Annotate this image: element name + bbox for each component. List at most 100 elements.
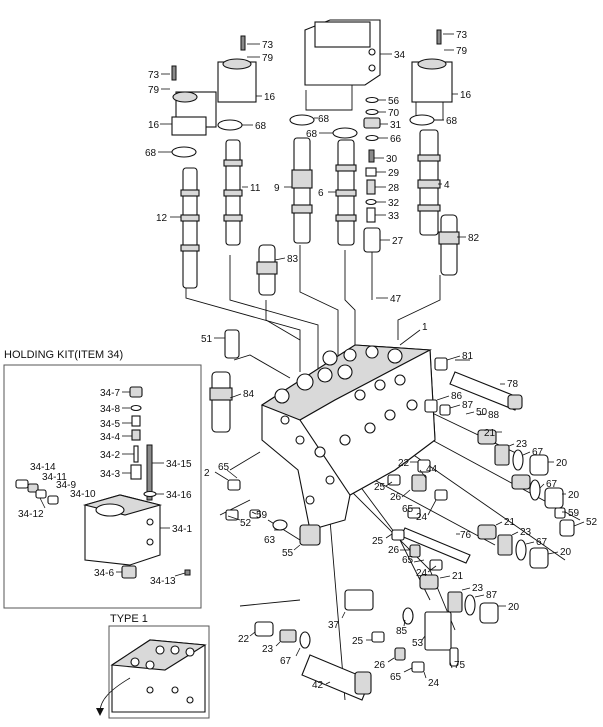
relief-valve-83 — [256, 244, 278, 296]
valve-51 — [224, 329, 240, 359]
callout-21: 21 — [504, 517, 516, 528]
callout-26: 26 — [390, 492, 402, 503]
callout-67: 67 — [536, 537, 548, 548]
relief-parts-stack — [363, 96, 381, 253]
type1-title: TYPE 1 — [110, 613, 148, 625]
kit-callout-34-1: 34-1 — [172, 524, 192, 535]
callout-21: 21 — [452, 571, 464, 582]
callout-51: 51 — [201, 334, 213, 345]
callout-23: 23 — [516, 439, 528, 450]
lower-parts — [225, 459, 471, 701]
callout-44: 44 — [426, 464, 438, 475]
kit-callout-34-3: 34-3 — [100, 469, 120, 480]
callout-26: 26 — [388, 545, 400, 556]
callout-16: 16 — [264, 92, 276, 103]
callout-24: 24 — [428, 678, 440, 689]
callout-42: 42 — [312, 680, 324, 691]
callout-22: 22 — [398, 458, 410, 469]
cap-16-middle — [217, 58, 257, 103]
callout-67: 67 — [280, 656, 292, 667]
callout-68: 68 — [446, 116, 458, 127]
kit-callout-34-7: 34-7 — [100, 388, 120, 399]
callout-12: 12 — [156, 213, 168, 224]
callout-67: 67 — [532, 447, 544, 458]
callout-63: 63 — [264, 535, 276, 546]
callout-85: 85 — [396, 626, 408, 637]
kit-callout-34-14: 34-14 — [30, 462, 56, 473]
callout-68: 68 — [145, 148, 157, 159]
callout-24: 24 — [416, 512, 428, 523]
kit-callout-34-13: 34-13 — [150, 576, 176, 587]
callout-65: 65 — [402, 504, 414, 515]
callout-25: 25 — [374, 482, 386, 493]
bolts-73 — [171, 29, 442, 81]
plug-81 — [434, 357, 448, 371]
callout-59: 59 — [256, 510, 268, 521]
callout-24: 24 — [416, 568, 428, 579]
callout-28: 28 — [388, 183, 400, 194]
callout-73: 73 — [262, 40, 274, 51]
callout-33: 33 — [388, 211, 400, 222]
cap-34 — [304, 19, 381, 86]
callout-79: 79 — [262, 53, 274, 64]
cap-16-left — [171, 91, 217, 136]
relief-valve-82 — [438, 214, 460, 276]
callout-1: 1 — [422, 322, 428, 333]
callout-22: 22 — [238, 634, 250, 645]
kit-callout-34-15: 34-15 — [166, 459, 192, 470]
callout-26: 26 — [374, 660, 386, 671]
callout-2: 2 — [204, 468, 210, 479]
callout-79: 79 — [148, 85, 160, 96]
spool-6 — [335, 139, 357, 246]
callout-68: 68 — [306, 129, 318, 140]
callout-88: 88 — [488, 410, 500, 421]
callout-34: 34 — [394, 50, 406, 61]
callout-65: 65 — [390, 672, 402, 683]
callout-87: 87 — [486, 590, 498, 601]
callout-76: 76 — [460, 530, 472, 541]
kit-callout-34-8: 34-8 — [100, 404, 120, 415]
holding-kit-parts — [15, 386, 191, 579]
callout-50: 50 — [476, 407, 488, 418]
callout-37: 37 — [328, 620, 340, 631]
callout-30: 30 — [386, 154, 398, 165]
callout-labels: 73 79 34 73 79 16 73 79 16 16 68 68 68 6… — [145, 30, 598, 691]
callout-65: 65 — [402, 555, 414, 566]
kit-callout-34-6: 34-6 — [94, 568, 114, 579]
callout-68: 68 — [255, 121, 267, 132]
callout-6: 6 — [318, 188, 324, 199]
callout-23: 23 — [472, 583, 484, 594]
type1-frame — [108, 625, 210, 719]
callout-11: 11 — [250, 183, 261, 194]
holding-kit-title: HOLDING KIT(ITEM 34) — [4, 349, 123, 361]
callout-59: 59 — [568, 508, 580, 519]
callout-67: 67 — [546, 479, 558, 490]
callout-52: 52 — [240, 518, 252, 529]
cap-16-right — [411, 58, 453, 103]
spool-4 — [417, 129, 441, 236]
callout-25: 25 — [372, 536, 384, 547]
holding-kit-callouts: 34-7 34-8 34-5 34-4 34-2 34-3 34-15 34-1… — [18, 388, 192, 587]
callout-20: 20 — [556, 458, 568, 469]
kit-callout-34-16: 34-16 — [166, 490, 192, 501]
callout-83: 83 — [287, 254, 299, 265]
kit-callout-34-11: 34-11 — [42, 472, 67, 483]
callout-31: 31 — [390, 120, 402, 131]
callout-9: 9 — [274, 183, 280, 194]
main-valve-block — [260, 344, 436, 531]
callout-4: 4 — [444, 180, 450, 191]
callout-55: 55 — [282, 548, 294, 559]
right-port-stacks — [419, 399, 575, 624]
callout-20: 20 — [568, 490, 580, 501]
callout-29: 29 — [388, 168, 400, 179]
callout-56: 56 — [388, 96, 400, 107]
callout-20: 20 — [508, 602, 520, 613]
kit-callout-34-9: 34-9 — [56, 480, 76, 491]
relief-valve-84 — [209, 371, 233, 433]
callout-27: 27 — [392, 236, 404, 247]
kit-callout-34-5: 34-5 — [100, 419, 120, 430]
kit-callout-34-10: 34-10 — [70, 489, 96, 500]
callout-20: 20 — [560, 547, 572, 558]
callout-82: 82 — [468, 233, 480, 244]
callout-65: 65 — [218, 462, 230, 473]
